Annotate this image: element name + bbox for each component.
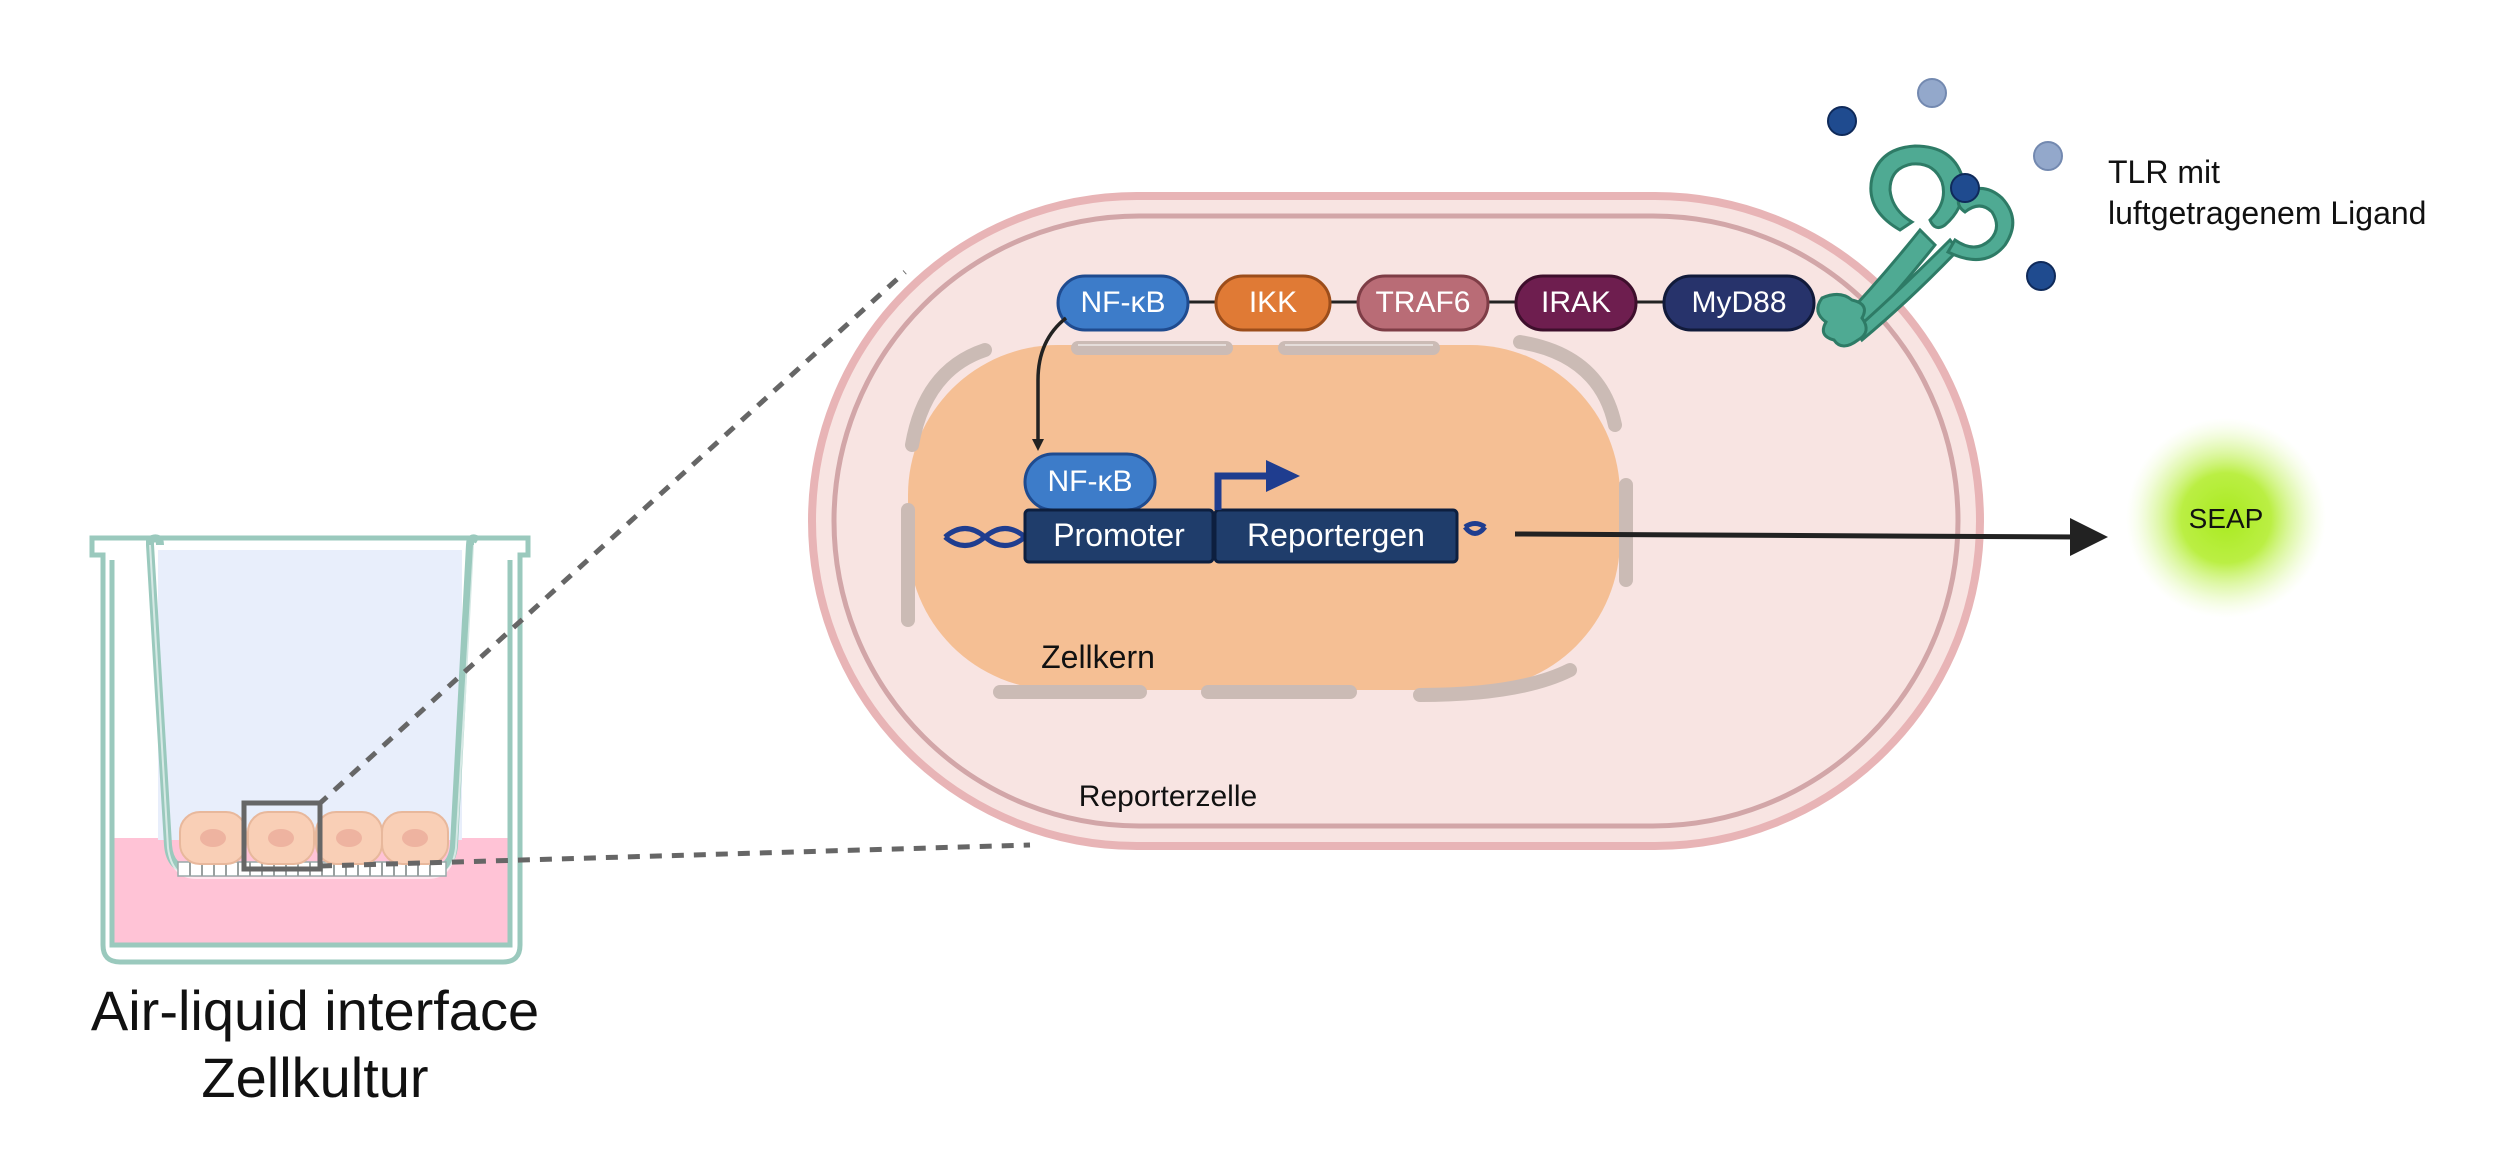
zoom-box (241, 800, 323, 872)
protein-irak-label: IRAK (1541, 286, 1611, 319)
pathway-proteins: NF-κB IKK TRAF6 IRAK MyD88 (1056, 274, 1816, 332)
transcription-start-icon (1214, 460, 1300, 510)
cell-label: Reporterzelle (1079, 780, 1257, 813)
ligand-dark (2026, 261, 2056, 291)
translocation-arrow (1032, 316, 1068, 451)
ligand-light (1917, 78, 1947, 108)
culture-title-line2: Zellkultur (201, 1046, 428, 1109)
zoom-line-bottom (319, 842, 1031, 869)
nuclear-nfkb: NF-κB (1023, 452, 1157, 512)
secretion-arrow (1514, 518, 2108, 556)
receptor-label-line1: TLR mit (2108, 154, 2220, 190)
dna-helix (943, 521, 1487, 548)
protein-traf6-label: TRAF6 (1375, 286, 1470, 319)
protein-myd88: MyD88 (1662, 274, 1816, 332)
cell-monolayer (179, 811, 449, 865)
culture-title-line1: Air-liquid interface (91, 979, 539, 1042)
protein-ikk: IKK (1214, 274, 1332, 332)
ligand-light (2033, 141, 2063, 171)
nucleus-label: Zellkern (1041, 639, 1155, 675)
protein-ikk-label: IKK (1249, 286, 1297, 319)
protein-myd88-label: MyD88 (1691, 286, 1786, 319)
airborne-ligands (1827, 78, 2063, 291)
protein-nfkb: NF-κB (1056, 274, 1190, 332)
promoter-block: Promoter (1023, 508, 1215, 564)
protein-traf6: TRAF6 (1356, 274, 1490, 332)
protein-irak: IRAK (1514, 274, 1638, 332)
reporter-gene-block: Reportergen (1213, 508, 1459, 564)
insert-air (158, 550, 462, 840)
nuclear-nfkb-label: NF-κB (1048, 465, 1133, 498)
seap-glow: SEAP (2126, 418, 2326, 618)
tlr-receptor-icon (1816, 144, 2015, 348)
ligand-dark (1827, 106, 1857, 136)
receptor-label-line2: luftgetragenem Ligand (2108, 195, 2426, 231)
cell-culture-insert (89, 534, 531, 965)
protein-nfkb-label: NF-κB (1081, 286, 1166, 319)
promoter-label: Promoter (1053, 517, 1185, 553)
zoom-line-top (316, 270, 907, 807)
reporter-gene-label: Reportergen (1247, 517, 1425, 553)
seap-label: SEAP (2189, 503, 2264, 534)
